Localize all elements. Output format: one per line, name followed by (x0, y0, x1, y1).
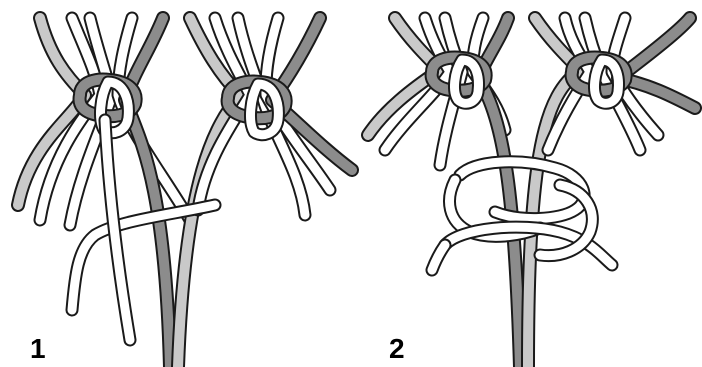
step-number-1: 1 (30, 333, 46, 364)
square-knot (432, 162, 612, 270)
panel-1: 1 (18, 18, 352, 367)
right-knot-cords (178, 18, 352, 367)
step-number-2: 2 (389, 333, 405, 364)
right-knot-cords-2 (528, 18, 695, 367)
panel-2: 2 (368, 18, 695, 367)
